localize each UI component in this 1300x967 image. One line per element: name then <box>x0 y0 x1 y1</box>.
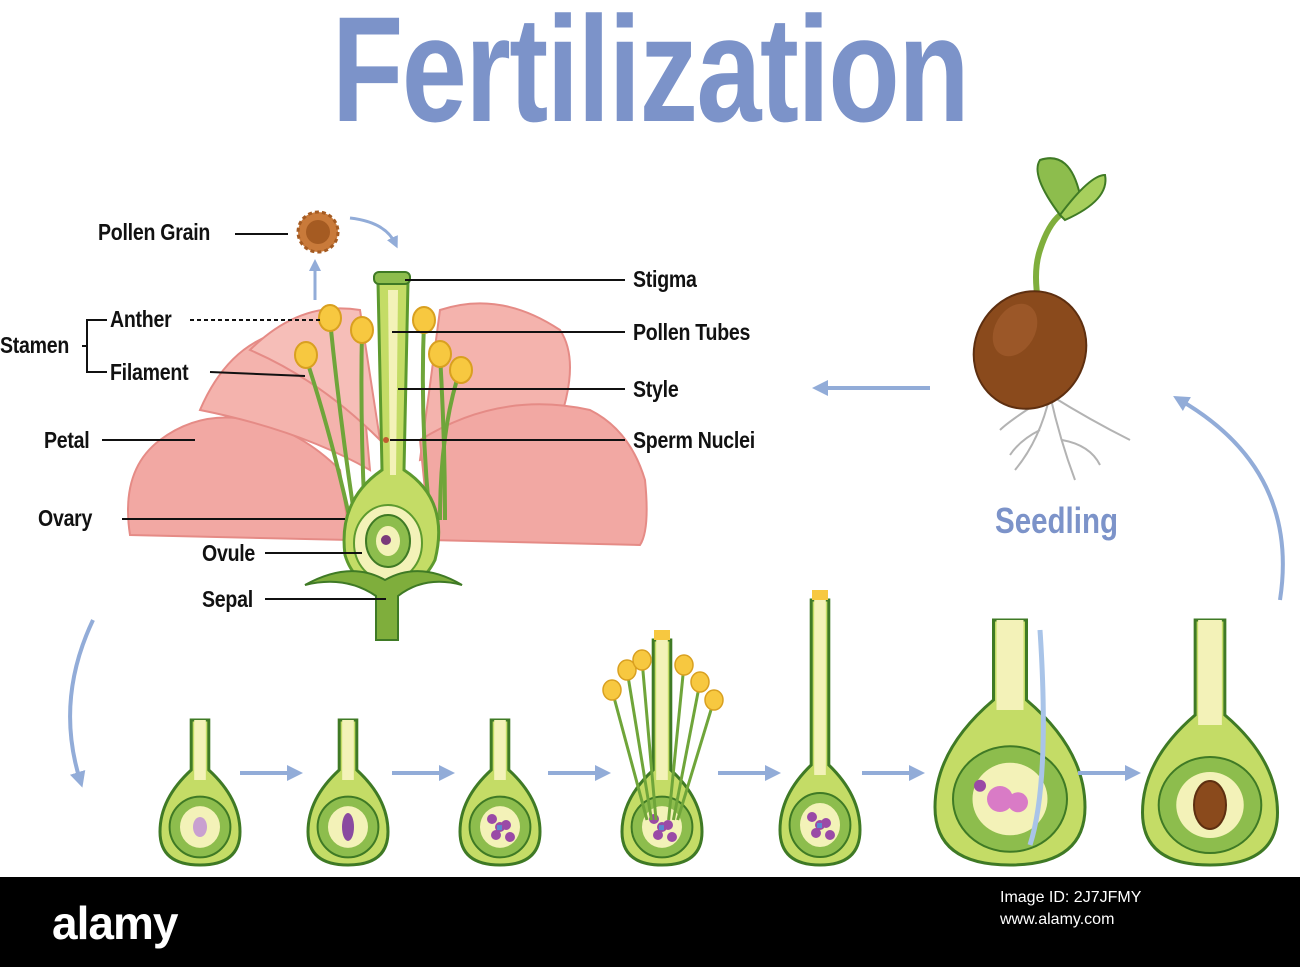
label-pollen-tubes: Pollen Tubes <box>633 319 750 346</box>
footer-logo: alamy <box>52 896 177 950</box>
footer-website: www.alamy.com <box>1000 909 1141 931</box>
ovary-stages <box>160 590 1278 865</box>
footer-image-info: Image ID: 2J7JFMY www.alamy.com <box>1000 887 1141 930</box>
label-pollen-grain: Pollen Grain <box>98 219 210 246</box>
label-anther: Anther <box>110 306 171 333</box>
footer-image-id: Image ID: 2J7JFMY <box>1000 887 1141 909</box>
label-ovule: Ovule <box>202 540 255 567</box>
label-seedling: Seedling <box>995 500 1118 542</box>
label-style: Style <box>633 376 678 403</box>
page-title: Fertilization <box>143 0 1157 144</box>
label-ovary: Ovary <box>38 505 92 532</box>
label-stigma: Stigma <box>633 266 697 293</box>
seedling <box>952 158 1130 480</box>
label-filament: Filament <box>110 359 188 386</box>
sepal-and-stem <box>305 571 462 640</box>
label-sperm-nuclei: Sperm Nuclei <box>633 427 755 454</box>
pollen-grain <box>298 212 338 252</box>
label-petal: Petal <box>44 427 89 454</box>
label-sepal: Sepal <box>202 586 253 613</box>
label-stamen: Stamen <box>0 332 69 359</box>
